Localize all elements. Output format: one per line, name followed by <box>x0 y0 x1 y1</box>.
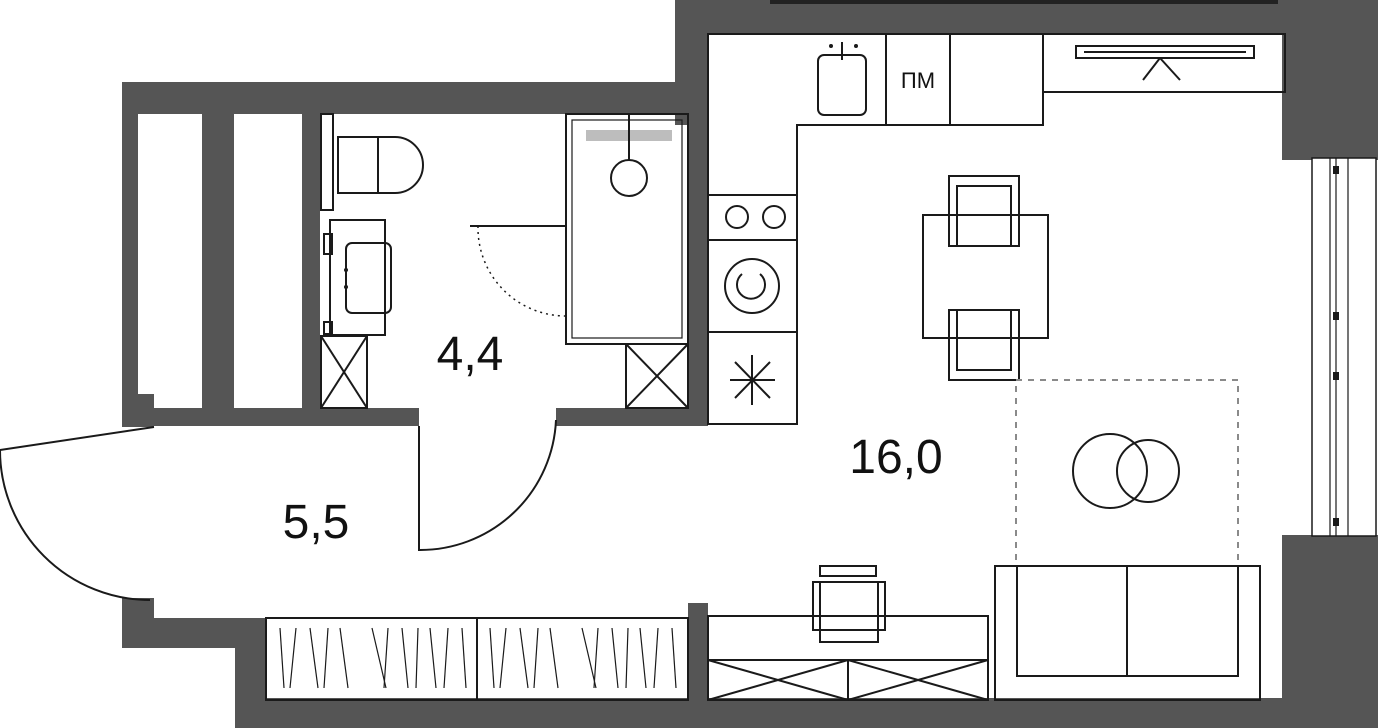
right-window <box>1311 157 1377 537</box>
bathroom-bottom-wall-left <box>154 408 419 426</box>
dishwasher-label: ПМ <box>901 68 935 93</box>
desk-icon <box>707 615 989 701</box>
entrance-right-wall <box>688 603 708 703</box>
stove-icon <box>707 194 798 241</box>
right-wall-upper <box>1282 0 1310 160</box>
bath-kitchen-wall <box>688 114 708 424</box>
shaft-left-icon <box>320 335 368 409</box>
bathroom: 4,4 <box>320 113 689 409</box>
hall: 5,5 <box>0 419 689 701</box>
coffee-table-icon <box>1072 433 1180 509</box>
right-wall-lower-inner <box>1282 535 1310 728</box>
living-room: 16,0 <box>707 175 1261 701</box>
bathroom-area-label: 4,4 <box>437 328 504 381</box>
toilet-icon <box>320 113 424 211</box>
left-pillar-2 <box>302 114 320 408</box>
bathroom-bottom-wall-right <box>556 408 708 426</box>
bathroom-sink-icon <box>323 219 392 336</box>
wardrobe-icon <box>265 617 689 701</box>
entrance-door-leaf <box>0 426 155 451</box>
left-pillar-1 <box>202 114 234 408</box>
kitchen-sink-icon <box>817 42 867 116</box>
fridge-icon <box>707 331 798 425</box>
right-wall-lower <box>1310 535 1378 728</box>
shaft-right-icon <box>625 343 689 409</box>
hall-area-label: 5,5 <box>283 496 350 549</box>
entrance-door-swing-icon <box>0 449 151 601</box>
bathroom-door-icon <box>470 225 567 317</box>
sofa-icon <box>994 565 1261 701</box>
washing-machine-icon <box>707 239 798 333</box>
desk-chair-icon <box>812 565 886 643</box>
right-wall-upper-outer <box>1310 0 1378 160</box>
dining-table-icon <box>922 175 1049 381</box>
top-window-line <box>770 0 1278 4</box>
lower-left-corner <box>235 618 267 728</box>
air-conditioner-icon <box>1075 45 1255 81</box>
storage-niche-2 <box>234 114 302 408</box>
kitchen-counter <box>707 33 1286 425</box>
shower-icon <box>565 113 689 345</box>
upper-left-wall <box>122 82 708 114</box>
top-wall <box>675 0 1378 34</box>
dashed-zone <box>1015 379 1239 567</box>
storage-niche-1 <box>138 114 202 394</box>
bottom-wall <box>235 698 1378 728</box>
living-area-label: 16,0 <box>849 431 942 484</box>
kitchen: ПМ <box>707 33 1286 425</box>
hall-door-swing-icon <box>418 419 557 552</box>
